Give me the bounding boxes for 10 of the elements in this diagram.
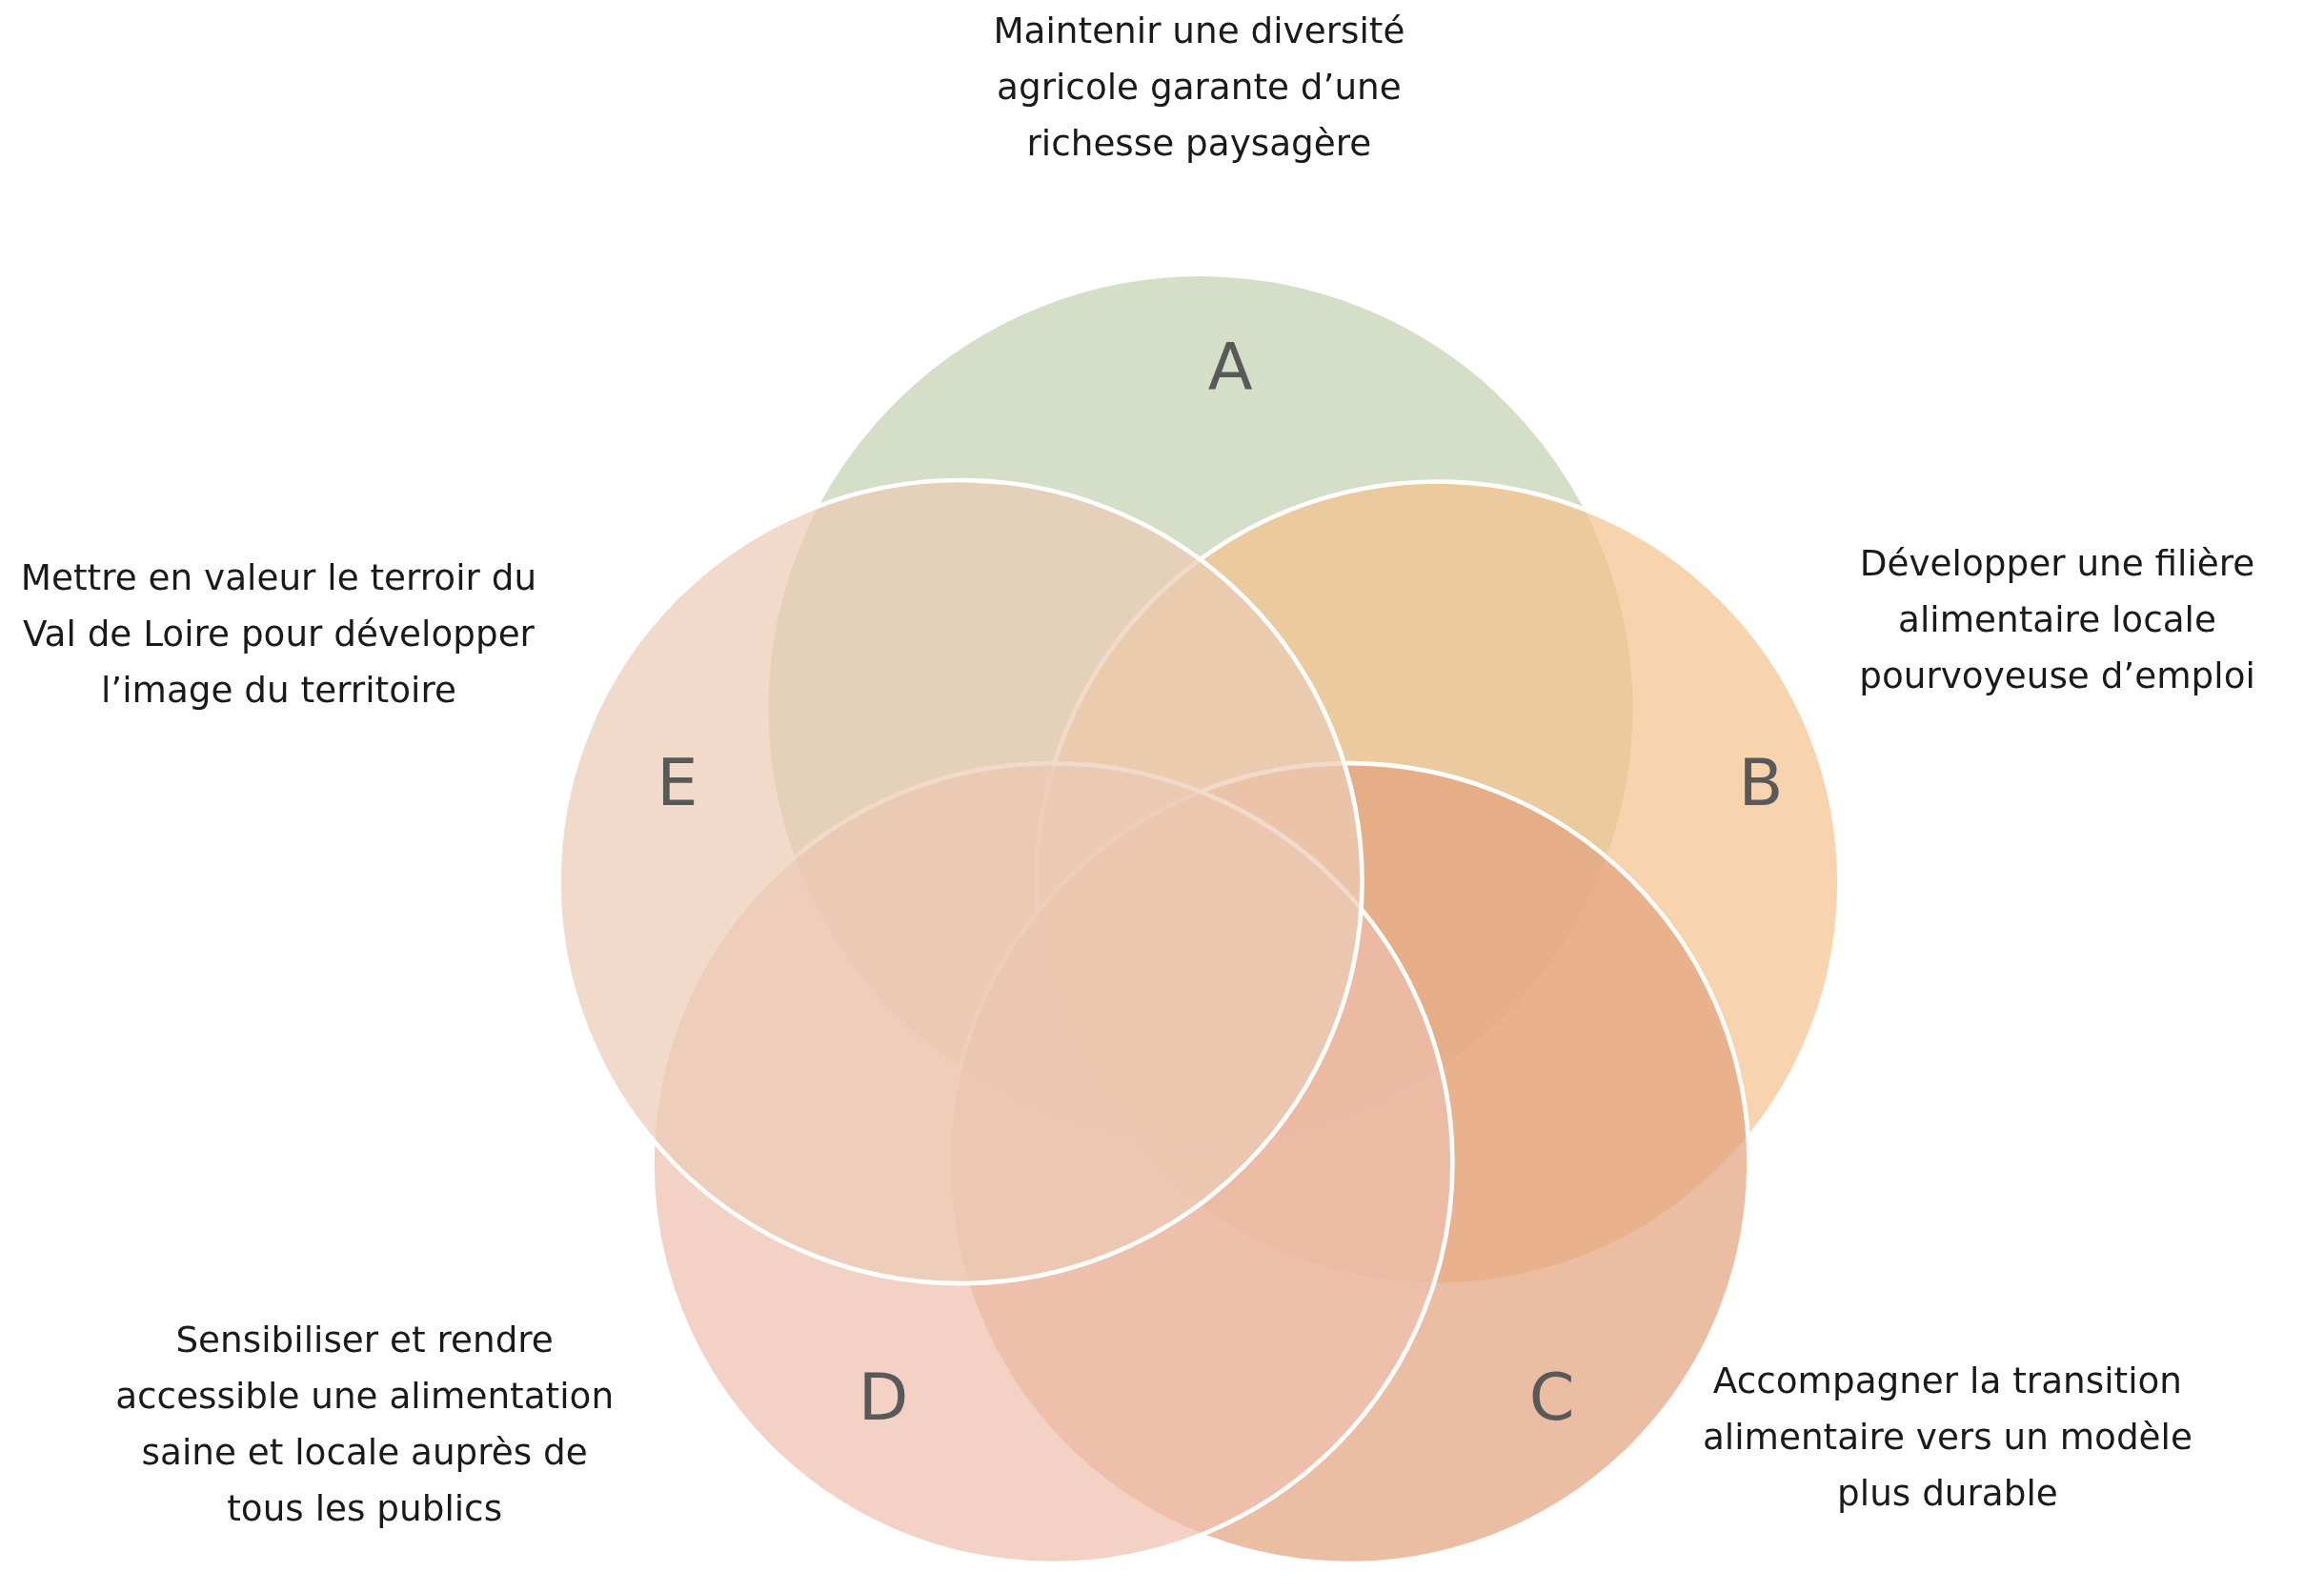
goal-description: Sensibiliser et rendre accessible une alimentation saine et locale auprès de tous les publics xyxy=(114,1318,616,1532)
circle-letter: A xyxy=(1207,334,1253,400)
goal-description: Mettre en valeur le terroir du Val de Loire pour développer l’image du territoire xyxy=(19,555,538,714)
circle-letter: C xyxy=(1528,1364,1575,1431)
goal-description: Développer une filière alimentaire locale pourvoyeuse d’emploi xyxy=(1858,541,2256,699)
circle-letter: E xyxy=(657,750,698,816)
circle-letter: D xyxy=(858,1364,909,1431)
goal-description: Maintenir une diversité agricole garante d’une richesse paysagère xyxy=(992,9,1406,167)
circle-letter: B xyxy=(1738,750,1784,816)
goal-description: Accompagner la transition alimentaire vers un modèle plus durable xyxy=(1701,1359,2193,1517)
